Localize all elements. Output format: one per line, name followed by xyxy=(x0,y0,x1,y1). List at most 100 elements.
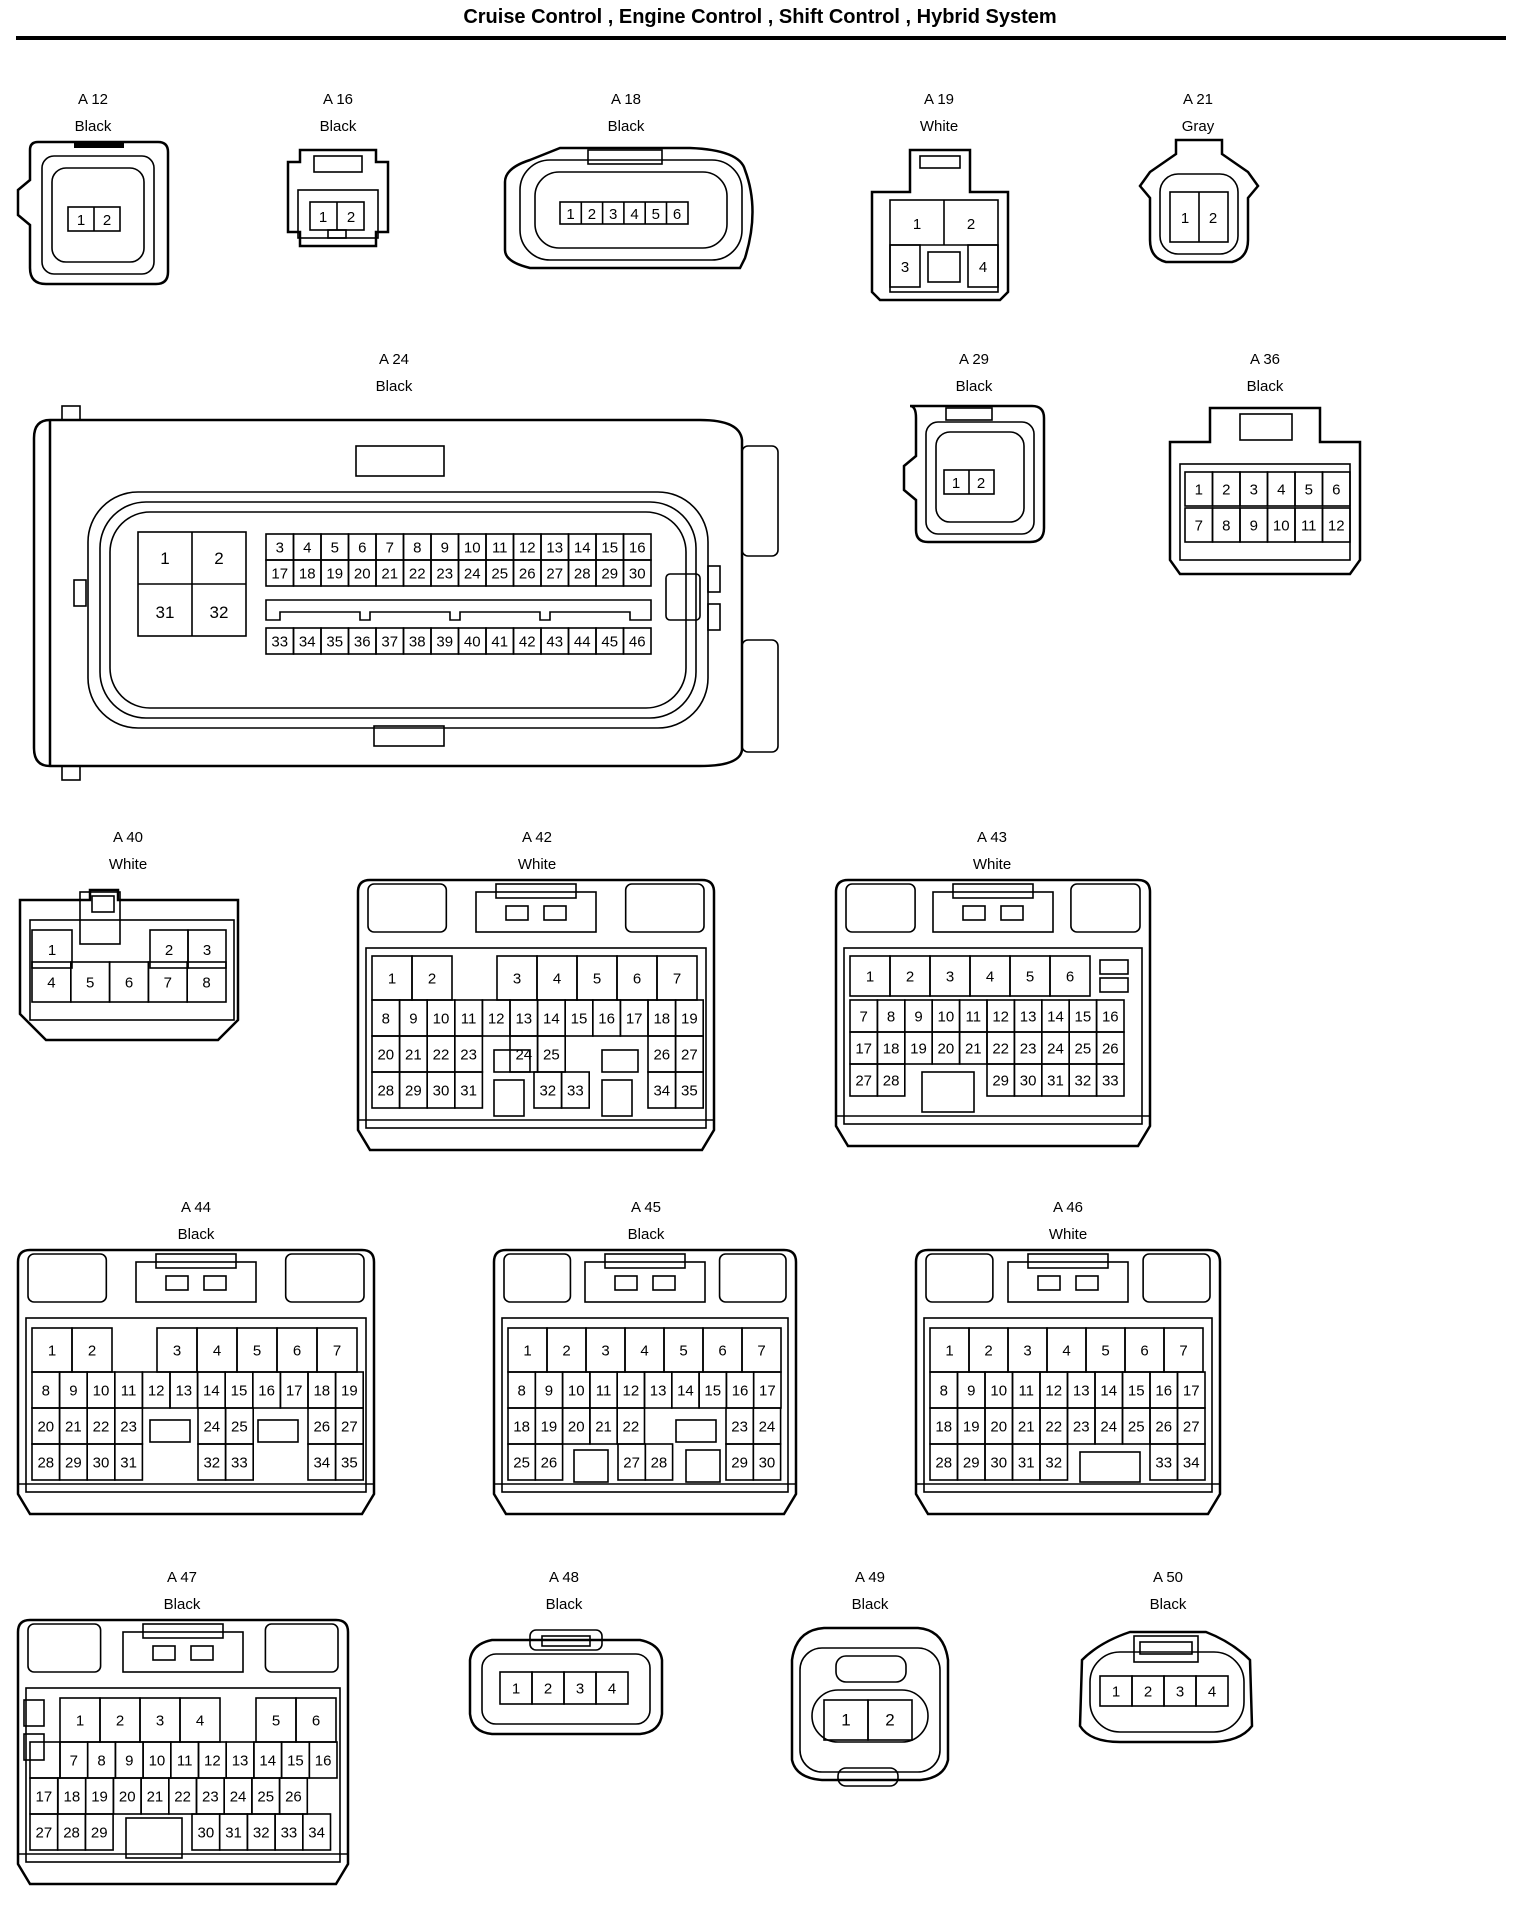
pin-label: 14 xyxy=(543,1011,560,1028)
pin-label: 15 xyxy=(231,1383,248,1400)
pin-label: 33 xyxy=(281,1825,298,1842)
connector-id: A 21 xyxy=(1183,91,1213,108)
pin-label: 17 xyxy=(286,1383,303,1400)
pin-label: 30 xyxy=(93,1455,110,1472)
svg-text:2: 2 xyxy=(1209,210,1217,227)
pin-label: 25 xyxy=(491,566,508,583)
pin-label: 30 xyxy=(433,1083,450,1100)
svg-text:4: 4 xyxy=(630,206,638,223)
pin-label: 31 xyxy=(1018,1455,1035,1472)
pin-label: 10 xyxy=(93,1383,110,1400)
pin-label: 14 xyxy=(259,1753,276,1770)
pin-label: 11 xyxy=(596,1383,612,1400)
pin-label: 9 xyxy=(409,1011,417,1028)
pin-label: 19 xyxy=(541,1419,558,1436)
pin-label: 5 xyxy=(679,1343,687,1360)
pin-label: 29 xyxy=(963,1455,980,1472)
svg-text:5: 5 xyxy=(652,206,660,223)
pin-label: 15 xyxy=(601,540,618,557)
pin-label: 8 xyxy=(940,1383,948,1400)
pin-label: 7 xyxy=(673,971,681,988)
pin-label: 7 xyxy=(333,1343,341,1360)
pin-label: 25 xyxy=(1075,1041,1092,1058)
svg-text:31: 31 xyxy=(156,603,175,622)
pin-label: 2 xyxy=(984,1343,992,1360)
pin-label: 14 xyxy=(203,1383,220,1400)
pin-label: 6 xyxy=(1140,1343,1148,1360)
pin-label: 18 xyxy=(935,1419,952,1436)
pin-label: 21 xyxy=(1018,1419,1035,1436)
pin-label: 4 xyxy=(47,975,55,992)
pin-label: 9 xyxy=(125,1753,133,1770)
pin-label: 19 xyxy=(910,1041,927,1058)
pin-label: 3 xyxy=(513,971,521,988)
pin-label: 3 xyxy=(1023,1343,1031,1360)
pin-label: 13 xyxy=(1073,1383,1090,1400)
pin-label: 19 xyxy=(341,1383,358,1400)
pin-label: 6 xyxy=(1332,482,1340,499)
connector-id: A 19 xyxy=(924,91,954,108)
pin-label: 19 xyxy=(326,566,343,583)
pin-label: 3 xyxy=(576,1681,584,1698)
connector-color: Black xyxy=(1247,378,1284,395)
pin-label: 18 xyxy=(313,1383,330,1400)
pin-label: 1 xyxy=(523,1343,531,1360)
pin-label: 2 xyxy=(428,971,436,988)
pin-label: 10 xyxy=(568,1383,585,1400)
pin-label: 7 xyxy=(70,1753,78,1770)
pin-label: 12 xyxy=(204,1753,221,1770)
pin-label: 30 xyxy=(990,1455,1007,1472)
pin-label: 5 xyxy=(1305,482,1313,499)
pin-label: 3 xyxy=(173,1343,181,1360)
pin-label: 24 xyxy=(464,566,481,583)
pin-label: 28 xyxy=(651,1455,668,1472)
connector-id: A 18 xyxy=(611,91,641,108)
pin-label: 8 xyxy=(1222,518,1230,535)
pin-label: 2 xyxy=(544,1681,552,1698)
pin-label: 26 xyxy=(313,1419,330,1436)
pin-label: 9 xyxy=(1250,518,1258,535)
connector-color: Black xyxy=(546,1596,583,1613)
pin-label: 25 xyxy=(1128,1419,1145,1436)
connector-id: A 47 xyxy=(167,1569,197,1586)
pin-label: 2 xyxy=(88,1343,96,1360)
pin-label: 2 xyxy=(906,969,914,986)
svg-text:3: 3 xyxy=(203,942,211,959)
pin-label: 28 xyxy=(63,1825,80,1842)
connector-id: A 44 xyxy=(181,1199,211,1216)
connector-id: A 45 xyxy=(631,1199,661,1216)
pin-label: 20 xyxy=(990,1419,1007,1436)
svg-text:1: 1 xyxy=(160,549,169,568)
pin-label: 9 xyxy=(914,1009,922,1026)
pin-label: 7 xyxy=(1195,518,1203,535)
pin-label: 2 xyxy=(1222,482,1230,499)
pin-label: 25 xyxy=(543,1047,560,1064)
pin-label: 34 xyxy=(313,1455,330,1472)
pin-label: 23 xyxy=(202,1789,219,1806)
svg-text:3: 3 xyxy=(609,206,617,223)
pin-label: 9 xyxy=(441,540,449,557)
svg-text:4: 4 xyxy=(979,259,987,276)
pin-label: 27 xyxy=(341,1419,358,1436)
pin-label: 26 xyxy=(541,1455,558,1472)
pin-label: 3 xyxy=(946,969,954,986)
connector-color: Gray xyxy=(1182,118,1215,135)
pin-label: 33 xyxy=(271,634,288,651)
pin-label: 8 xyxy=(97,1753,105,1770)
pin-label: 7 xyxy=(164,975,172,992)
pin-label: 8 xyxy=(413,540,421,557)
pin-label: 21 xyxy=(65,1419,82,1436)
pin-label: 21 xyxy=(147,1789,164,1806)
pin-label: 25 xyxy=(231,1419,248,1436)
pin-label: 23 xyxy=(1020,1041,1037,1058)
pin-label: 1 xyxy=(48,1343,56,1360)
pin-label: 28 xyxy=(883,1073,900,1090)
pin-label: 32 xyxy=(539,1083,556,1100)
pin-label: 2 xyxy=(562,1343,570,1360)
pin-label: 7 xyxy=(1179,1343,1187,1360)
connector-color: White xyxy=(109,856,147,873)
pin-label: 18 xyxy=(883,1041,900,1058)
pin-label: 1 xyxy=(866,969,874,986)
